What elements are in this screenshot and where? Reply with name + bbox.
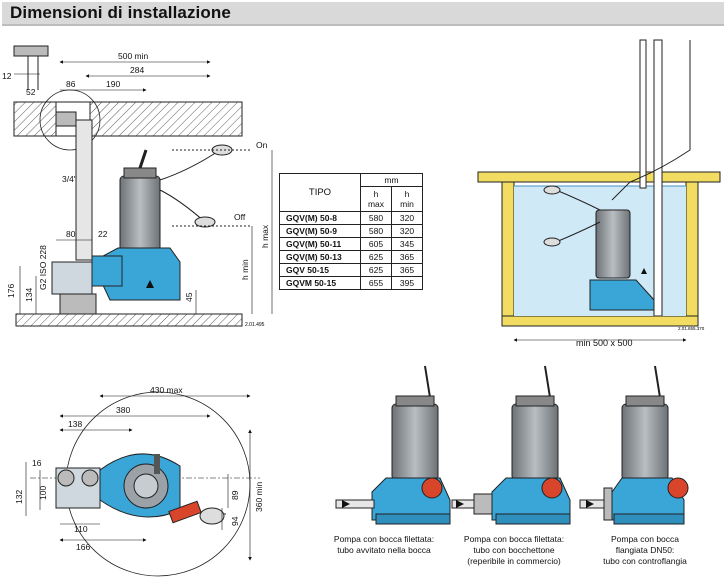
dim-22: 22 xyxy=(98,229,108,239)
pump-variant-1 xyxy=(335,365,451,525)
section-header: Dimensioni di installazione xyxy=(2,2,724,26)
dim-134: 134 xyxy=(24,288,34,302)
float-on-label: On xyxy=(256,140,268,150)
dim-166: 166 xyxy=(76,542,90,552)
svg-text:tubo con bocchettone: tubo con bocchettone xyxy=(473,545,555,555)
dim-132: 132 xyxy=(14,490,24,504)
caption-2: Pompa con bocca filettata: tubo con bocc… xyxy=(464,534,564,566)
tipo-header: TIPO xyxy=(279,173,361,212)
svg-text:tubo avvitato nella bocca: tubo avvitato nella bocca xyxy=(337,545,431,555)
pump-variant-2 xyxy=(451,365,571,525)
dim-284: 284 xyxy=(130,65,144,75)
dim-12: 12 xyxy=(2,71,12,81)
dim-86: 86 xyxy=(66,79,76,89)
dim-138: 138 xyxy=(68,419,82,429)
dim-16: 16 xyxy=(32,458,42,468)
svg-text:(reperibile in commercio): (reperibile in commercio) xyxy=(467,556,561,566)
top-view-drawing: 430 max 380 138 16 132 100 110 166 89 94… xyxy=(14,385,264,577)
caption-3: Pompa con bocca flangiata DN50: tubo con… xyxy=(603,534,687,566)
page-title: Dimensioni di installazione xyxy=(10,3,231,22)
dim-89: 89 xyxy=(230,490,240,500)
dim-80: 80 xyxy=(66,229,76,239)
dim-190: 190 xyxy=(106,79,120,89)
svg-text:flangiata DN50:: flangiata DN50: xyxy=(616,545,675,555)
svg-text:tubo con controflangia: tubo con controflangia xyxy=(603,556,687,566)
dim-hmin: h min xyxy=(240,259,250,280)
dim-52: 52 xyxy=(26,87,36,97)
dim-g2: G2 ISO 228 xyxy=(38,245,48,290)
float-off-label: Off xyxy=(234,212,246,222)
svg-text:Pompa con bocca: Pompa con bocca xyxy=(611,534,679,544)
caption-1: Pompa con bocca filettata: tubo avvitato… xyxy=(334,534,434,555)
side-view-drawing: 12 52 500 min 284 86 190 3/4" 80 22 G2 I… xyxy=(2,45,273,328)
dim-45: 45 xyxy=(184,292,194,302)
dim-176: 176 xyxy=(6,284,16,298)
svg-text:Pompa con bocca filettata:: Pompa con bocca filettata: xyxy=(464,534,564,544)
unit-header: mm xyxy=(360,173,423,187)
table-header-row: TIPO mm xyxy=(279,173,423,212)
dim-min-500: min 500 x 500 xyxy=(576,338,633,348)
dim-380: 380 xyxy=(116,405,130,415)
dim-360: 360 min xyxy=(254,481,264,512)
dim-110: 110 xyxy=(74,524,88,534)
drawing-code-right: 2.01.655.370 xyxy=(678,326,705,331)
pump-variant-3 xyxy=(579,365,689,525)
drawing-code-left: 2.01.495 xyxy=(245,322,265,328)
dim-500: 500 min xyxy=(118,51,149,61)
dim-430: 430 max xyxy=(150,385,183,395)
sump-drawing: min 500 x 500 2.01.655.370 xyxy=(477,39,721,348)
dim-100: 100 xyxy=(38,486,48,500)
dim-94: 94 xyxy=(230,516,240,526)
svg-text:Pompa con bocca filettata:: Pompa con bocca filettata: xyxy=(334,534,434,544)
dim-3-4: 3/4" xyxy=(62,174,77,184)
dim-hmax: h max xyxy=(260,224,270,248)
